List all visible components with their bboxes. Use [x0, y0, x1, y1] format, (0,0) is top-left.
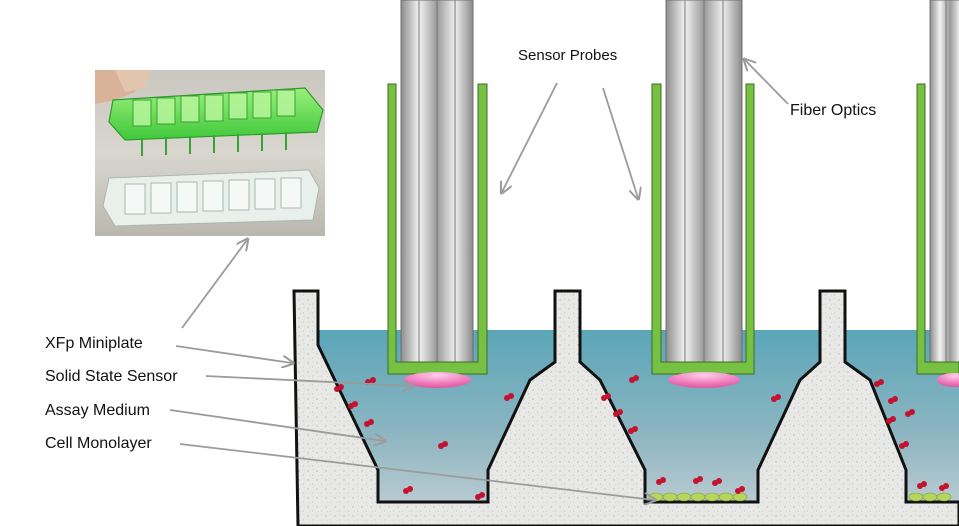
label-assay-medium: Assay Medium — [45, 402, 150, 419]
sensor-probe-3 — [917, 0, 959, 387]
arrow-photo-to-plate — [182, 240, 247, 328]
sensor-probe-1 — [388, 0, 487, 388]
arrow-sensor-probes-right — [603, 88, 638, 198]
label-sensor-probes: Sensor Probes — [518, 47, 617, 64]
arrow-sensor-probes-left — [502, 83, 557, 192]
sensor-probe-2 — [652, 0, 754, 388]
miniplate-photo — [95, 70, 325, 236]
arrow-xfp-miniplate — [176, 346, 292, 363]
cell-monolayer-well-3 — [909, 493, 951, 501]
solid-state-sensor-spot-2 — [668, 372, 740, 388]
label-xfp-miniplate: XFp Miniplate — [45, 335, 143, 352]
label-solid-state-sensor: Solid State Sensor — [45, 368, 178, 385]
solid-state-sensor-spot-1 — [403, 372, 471, 388]
label-cell-monolayer: Cell Monolayer — [45, 435, 152, 452]
label-fiber-optics: Fiber Optics — [790, 102, 876, 119]
